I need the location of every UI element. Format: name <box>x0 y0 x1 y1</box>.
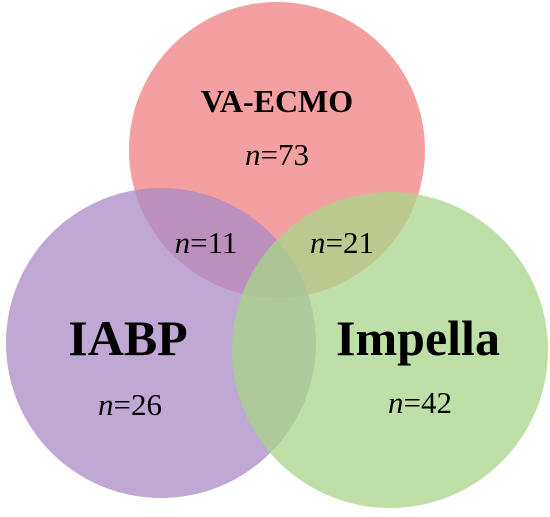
n-symbol: n <box>388 385 404 420</box>
n-symbol: n <box>98 387 114 422</box>
n-symbol: n <box>175 225 191 260</box>
impella-label: Impella <box>336 310 500 366</box>
circle-impella <box>232 192 548 508</box>
va-ecmo-impella-count: n=21 <box>310 225 374 260</box>
iabp-label: IABP <box>68 310 187 366</box>
impella-count-value: 42 <box>421 385 452 420</box>
impella-count: n=42 <box>388 385 452 420</box>
equals-sign: = <box>404 385 421 420</box>
circle-iabp <box>6 188 316 498</box>
n-symbol: n <box>245 137 261 172</box>
equals-sign: = <box>261 137 278 172</box>
equals-sign: = <box>190 225 207 260</box>
va-ecmo-iabp-count: n=11 <box>175 225 238 260</box>
va-ecmo-iabp-count-value: 11 <box>208 225 238 260</box>
va-ecmo-label: VA-ECMO <box>201 83 353 119</box>
va-ecmo-count-value: 73 <box>278 137 309 172</box>
iabp-count: n=26 <box>98 387 162 422</box>
equals-sign: = <box>326 225 343 260</box>
equals-sign: = <box>114 387 131 422</box>
iabp-count-value: 26 <box>131 387 162 422</box>
va-ecmo-count: n=73 <box>245 137 309 172</box>
va-ecmo-impella-count-value: 21 <box>343 225 374 260</box>
n-symbol: n <box>310 225 326 260</box>
